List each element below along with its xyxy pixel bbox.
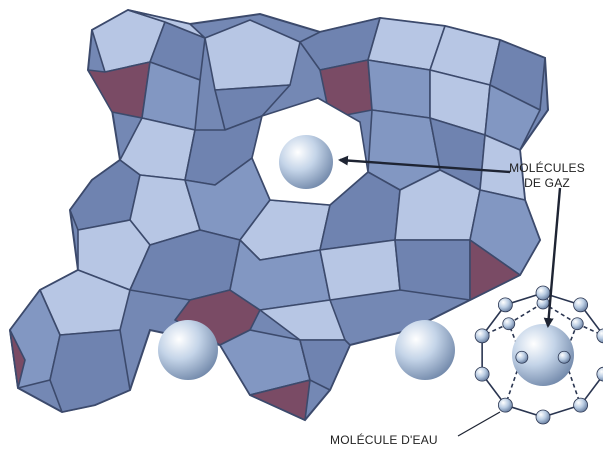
water-cage — [475, 286, 603, 424]
cage-face — [50, 330, 130, 412]
water-molecule-atom — [475, 329, 489, 343]
cage-faces — [10, 10, 545, 420]
water-molecule-atom — [498, 298, 512, 312]
water-molecule-atom — [574, 298, 588, 312]
gas-molecule-left — [158, 320, 218, 380]
gas-molecule-middle — [395, 320, 455, 380]
water-molecule-atom — [574, 398, 588, 412]
water-molecule-atom — [475, 367, 489, 381]
gas-molecules-label: MOLÉCULES DE GAZ — [492, 161, 602, 191]
arrow-water — [458, 412, 500, 436]
water-molecule-label: MOLÉCULE D'EAU — [330, 433, 438, 447]
water-molecule-atom — [571, 318, 583, 330]
cage-face — [88, 62, 150, 118]
cage-face — [368, 60, 430, 118]
gas-molecules-label-line1: MOLÉCULES — [492, 161, 602, 176]
water-molecule-atom — [536, 286, 550, 300]
water-molecule-atom — [503, 318, 515, 330]
water-molecule-atom — [597, 329, 603, 343]
water-molecule-atom — [597, 367, 603, 381]
gas-molecules-label-line2: DE GAZ — [492, 176, 602, 191]
water-molecule-atom — [536, 410, 550, 424]
cage-face — [320, 240, 400, 300]
water-molecule-atom — [516, 351, 528, 363]
water-molecule-atom — [498, 398, 512, 412]
gas-molecule-top — [279, 135, 333, 189]
cage-face — [395, 240, 470, 300]
arrow-gas-cage — [548, 188, 560, 326]
water-molecule-atom — [558, 351, 570, 363]
